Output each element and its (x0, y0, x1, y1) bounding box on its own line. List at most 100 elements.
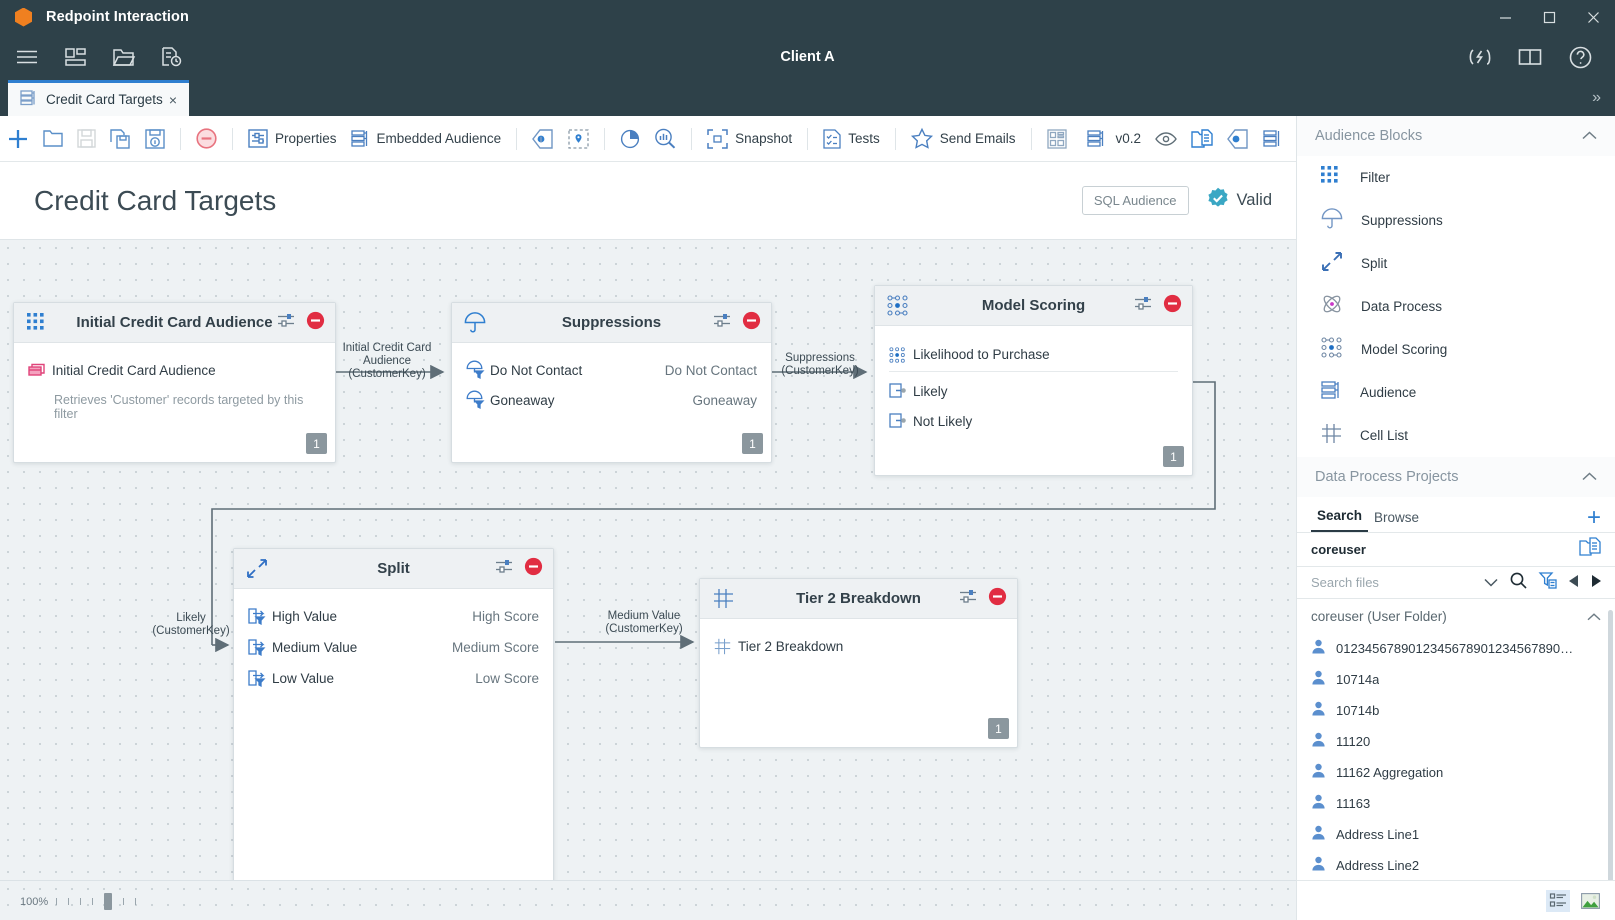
node-row[interactable]: Medium Value Medium Score (248, 632, 539, 663)
search-input[interactable]: Search files (1311, 575, 1379, 590)
node-row[interactable]: Low Value Low Score (248, 663, 539, 694)
node-tier-2-breakdown[interactable]: Tier 2 Breakdown Tier 2 Breakdown (699, 578, 1018, 748)
node-delete-icon[interactable] (988, 587, 1007, 611)
file-list-scrollbar[interactable] (1608, 610, 1613, 920)
node-row[interactable]: Do Not Contact Do Not Contact (466, 355, 757, 385)
list-item[interactable]: 11163 (1297, 788, 1615, 819)
node-row[interactable]: Tier 2 Breakdown (714, 631, 1003, 661)
node-delete-icon[interactable] (1163, 294, 1182, 318)
node-header[interactable]: Split (234, 549, 553, 589)
block-item-audience[interactable]: Audience (1297, 371, 1615, 414)
close-icon[interactable] (1571, 0, 1615, 34)
block-item-data-process[interactable]: Data Process (1297, 285, 1615, 328)
open-button[interactable] (36, 116, 70, 162)
list-item[interactable]: Address Line2 (1297, 850, 1615, 881)
audience-blocks-header[interactable]: Audience Blocks (1297, 116, 1615, 156)
preview-button[interactable] (1148, 116, 1184, 162)
list-item[interactable]: Address Line1 (1297, 819, 1615, 850)
block-item-model-scoring[interactable]: Model Scoring (1297, 328, 1615, 371)
folder-open-icon[interactable] (108, 42, 138, 72)
sql-audience-chip[interactable]: SQL Audience (1081, 186, 1189, 215)
tag-info-button-2[interactable] (1220, 116, 1256, 162)
node-row[interactable]: Goneaway Goneaway (466, 385, 757, 415)
node-row[interactable]: Initial Credit Card Audience (28, 355, 321, 385)
block-item-cell-list[interactable]: Cell List (1297, 414, 1615, 457)
thumbnail-view-icon[interactable] (1578, 890, 1602, 912)
book-icon[interactable] (1515, 42, 1545, 72)
node-settings-icon[interactable] (1134, 295, 1153, 316)
folder-document-icon[interactable] (1579, 537, 1601, 562)
user-folder-header[interactable]: coreuser (User Folder) (1297, 599, 1615, 633)
chevron-down-icon[interactable] (1484, 574, 1498, 592)
document-history-icon[interactable] (156, 42, 186, 72)
hamburger-menu-icon[interactable] (12, 42, 42, 72)
chevron-up-icon[interactable] (1582, 469, 1597, 485)
search-icon[interactable] (1510, 572, 1527, 594)
node-initial-credit-card-audience[interactable]: Initial Credit Card Audience Initial Cre… (13, 302, 336, 463)
pie-chart-button[interactable] (613, 116, 647, 162)
chevron-up-icon[interactable] (1587, 609, 1601, 624)
node-delete-icon[interactable] (524, 557, 543, 581)
grid-layout-button[interactable] (1040, 116, 1074, 162)
save-copy-button[interactable] (103, 116, 138, 162)
node-split[interactable]: Split High Value High Score (233, 548, 554, 880)
list-item[interactable]: 11120 (1297, 726, 1615, 757)
node-header[interactable]: Tier 2 Breakdown (700, 579, 1017, 619)
block-item-suppressions[interactable]: Suppressions (1297, 199, 1615, 242)
node-header-row[interactable]: Likelihood to Purchase (889, 338, 1178, 372)
panel-expand-icon[interactable]: » (1592, 89, 1601, 106)
workflow-canvas[interactable]: Initial Credit Card Audience (CustomerKe… (0, 240, 1296, 880)
node-delete-icon[interactable] (306, 311, 325, 335)
tab-credit-card-targets[interactable]: Credit Card Targets × (8, 80, 189, 116)
code-icon[interactable] (1465, 42, 1495, 72)
version-button[interactable]: v0.2 (1080, 116, 1148, 162)
tests-button[interactable]: Tests (816, 116, 887, 162)
list-item[interactable]: 10714a (1297, 664, 1615, 695)
embedded-audience-button[interactable]: Embedded Audience (344, 116, 509, 162)
minimize-icon[interactable] (1483, 0, 1527, 34)
save-version-button[interactable] (138, 116, 172, 162)
node-row[interactable]: Not Likely (889, 406, 1178, 436)
list-item[interactable]: 11162 Aggregation (1297, 757, 1615, 788)
node-model-scoring[interactable]: Model Scoring Likelihood to Purchase (874, 285, 1193, 476)
list-item[interactable]: 10714b (1297, 695, 1615, 726)
node-settings-icon[interactable] (959, 588, 978, 609)
node-delete-icon[interactable] (742, 311, 761, 335)
node-settings-icon[interactable] (277, 312, 296, 333)
snapshot-button[interactable]: Snapshot (700, 116, 799, 162)
block-item-filter[interactable]: Filter (1297, 156, 1615, 199)
data-process-projects-header[interactable]: Data Process Projects (1297, 457, 1615, 497)
add-button[interactable] (0, 116, 36, 162)
dashboard-icon[interactable] (60, 42, 90, 72)
geo-pin-button[interactable] (561, 116, 596, 162)
tab-browse[interactable]: Browse (1374, 510, 1420, 525)
node-settings-icon[interactable] (713, 312, 732, 333)
tab-search[interactable]: Search (1311, 508, 1369, 532)
add-project-button[interactable]: + (1586, 504, 1601, 531)
list-view-icon[interactable] (1546, 889, 1570, 912)
help-icon[interactable] (1565, 42, 1595, 72)
node-row[interactable]: High Value High Score (248, 601, 539, 632)
send-emails-button[interactable]: Send Emails (904, 116, 1023, 162)
panel-toggle-button[interactable] (1256, 116, 1296, 162)
tag-info-button[interactable]: i (525, 116, 561, 162)
list-item[interactable]: 0123456789012345678901234567890… (1297, 633, 1615, 664)
maximize-icon[interactable] (1527, 0, 1571, 34)
previous-icon[interactable] (1569, 574, 1579, 592)
node-header[interactable]: Suppressions (452, 303, 771, 343)
chevron-up-icon[interactable] (1582, 128, 1597, 144)
chart-search-button[interactable] (647, 116, 683, 162)
tab-close-icon[interactable]: × (168, 91, 177, 108)
zoom-control[interactable]: 100% (20, 893, 147, 910)
filter-settings-icon[interactable] (1538, 571, 1557, 594)
node-suppressions[interactable]: Suppressions Do Not Contact Do Not (451, 302, 772, 463)
delete-button[interactable] (189, 116, 224, 162)
next-icon[interactable] (1591, 574, 1601, 592)
zoom-slider-thumb[interactable] (104, 893, 113, 910)
copy-to-folder-button[interactable] (1184, 116, 1220, 162)
node-header[interactable]: Initial Credit Card Audience (14, 303, 335, 343)
node-header[interactable]: Model Scoring (875, 286, 1192, 326)
properties-button[interactable]: Properties (241, 116, 344, 162)
block-item-split[interactable]: Split (1297, 242, 1615, 285)
node-row[interactable]: Likely (889, 376, 1178, 406)
